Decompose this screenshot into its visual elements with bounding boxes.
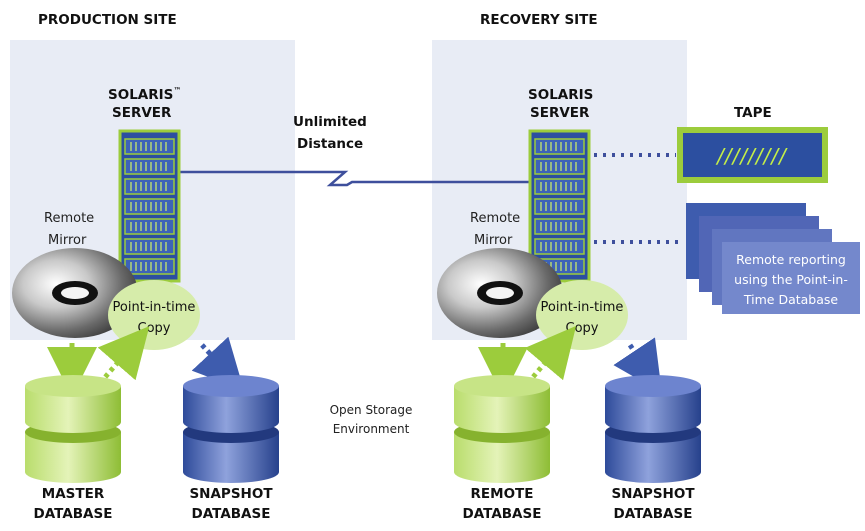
server-bay [534,238,585,255]
production-arrow-to-snapshot [191,336,244,391]
recovery-snapshot-database-icon [605,375,701,483]
tape-title: TAPE [734,105,772,121]
server-bay [534,138,585,155]
production-server-label-line1: SOLARIS™ [108,86,181,103]
production-pit-bubble: Point-in-time Copy [108,280,200,350]
server-bay [124,218,175,235]
production-pit-line1: Point-in-time [113,300,196,315]
production-snapshot-label-line1: SNAPSHOT [189,486,273,502]
reporting-line1: Remote reporting [736,252,846,267]
production-mirror-label-line1: Remote [44,211,94,226]
recovery-snapshot-label-line1: SNAPSHOT [611,486,695,502]
production-disk-icon [12,248,138,338]
recovery-mirror-label-line1: Remote [470,211,520,226]
recovery-mirror-label-line2: Mirror [474,233,513,248]
server-bay [124,198,175,215]
production-snapshot-database-icon [183,375,279,483]
server-bay [534,198,585,215]
recovery-disk-icon [437,248,563,338]
recovery-server-icon [528,129,591,283]
server-bay [124,138,175,155]
master-database-icon [25,375,121,483]
production-site-header: PRODUCTION SITE [38,12,177,28]
server-bay [534,158,585,175]
server-bay [534,218,585,235]
recovery-site-header: RECOVERY SITE [480,12,598,28]
link-label-line1: Unlimited [293,114,367,130]
link-label-line2: Distance [297,136,363,152]
server-bay [124,238,175,255]
tape-icon: ///////// [677,127,828,183]
reporting-stack-icon: Remote reporting using the Point-in- Tim… [686,203,860,314]
server-bay [124,258,175,275]
master-db-label-line1: MASTER [42,486,105,502]
recovery-arrow-to-snapshot [613,337,662,393]
master-db-label-line2: DATABASE [34,506,113,522]
recovery-arrow-to-pit [524,325,577,385]
production-server-label-line2: SERVER [112,105,172,121]
reporting-line3: Time Database [743,292,839,307]
recovery-pit-bubble: Point-in-time Copy [536,280,628,350]
production-mirror-label-line2: Mirror [48,233,87,248]
remote-database-icon [454,375,550,483]
remote-db-label-line2: DATABASE [463,506,542,522]
recovery-pit-line1: Point-in-time [541,300,624,315]
recovery-server-label-line1: SOLARIS [528,87,593,103]
reporting-line2: using the Point-in- [734,272,848,287]
remote-db-label-line1: REMOTE [471,486,534,502]
recovery-server-label-line2: SERVER [530,105,590,121]
recovery-pit-line2: Copy [566,321,599,336]
server-bay [124,178,175,195]
production-pit-line2: Copy [138,321,171,336]
recovery-snapshot-label-line2: DATABASE [614,506,693,522]
server-bay [534,178,585,195]
storage-label-line2: Environment [333,422,410,436]
production-arrow-to-pit [97,326,150,385]
wan-link-line [180,170,530,187]
storage-label-line1: Open Storage [330,403,413,417]
server-bay [124,158,175,175]
production-snapshot-label-line2: DATABASE [192,506,271,522]
tape-marks: ///////// [715,144,788,168]
production-server-icon [118,129,181,283]
